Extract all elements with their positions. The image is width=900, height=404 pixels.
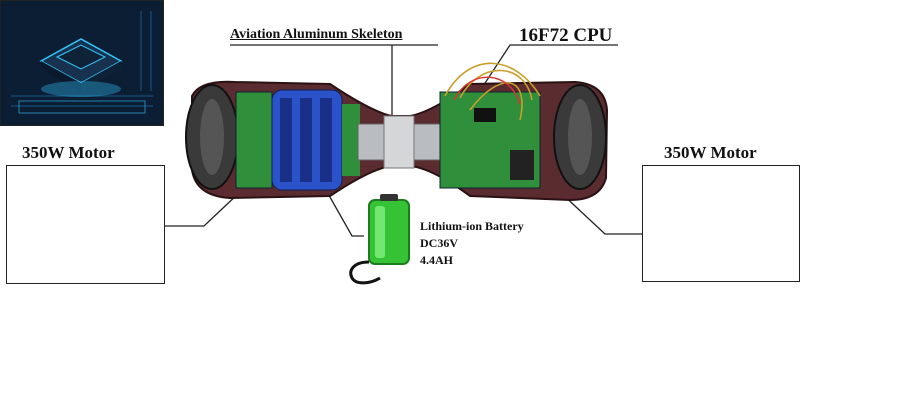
motor-left-leader [163, 191, 241, 227]
cpu-inset-image [0, 0, 164, 126]
battery-icon-terminal [380, 194, 398, 201]
left-tire-hub [200, 99, 224, 175]
skeleton-label: Aviation Aluminum Skeleton [230, 27, 403, 42]
battery-leader [321, 182, 364, 237]
motor-right-leader [559, 191, 642, 235]
motor-right-frame [642, 165, 800, 282]
control-module [510, 150, 534, 180]
battery-capacity-label: 4.4AH [420, 253, 453, 267]
hoverboard-body [185, 62, 609, 202]
cpu-chip [474, 108, 496, 122]
battery-wiring [342, 104, 360, 176]
cpu-label: 16F72 CPU [519, 25, 613, 46]
skeleton-joint [383, 115, 415, 169]
motor-left-label: 350W Motor [22, 143, 115, 162]
battery-icon-highlight [375, 206, 385, 258]
battery-type-label: Lithium-ion Battery [420, 219, 524, 233]
motor-right-label: 350W Motor [664, 143, 757, 162]
battery-icon-cable [349, 260, 381, 285]
right-tire-hub [568, 99, 592, 175]
battery-icon [349, 194, 410, 285]
wire-bundle [444, 62, 541, 121]
battery-cell-2 [300, 98, 312, 182]
motor-left-frame [6, 165, 165, 284]
cpu-chip-illustration [1, 1, 163, 125]
battery-voltage-label: DC36V [420, 236, 458, 250]
left-circuit-board [235, 91, 273, 189]
red-wires [453, 76, 521, 105]
battery-cell-1 [280, 98, 292, 182]
battery-cell-3 [320, 98, 332, 182]
